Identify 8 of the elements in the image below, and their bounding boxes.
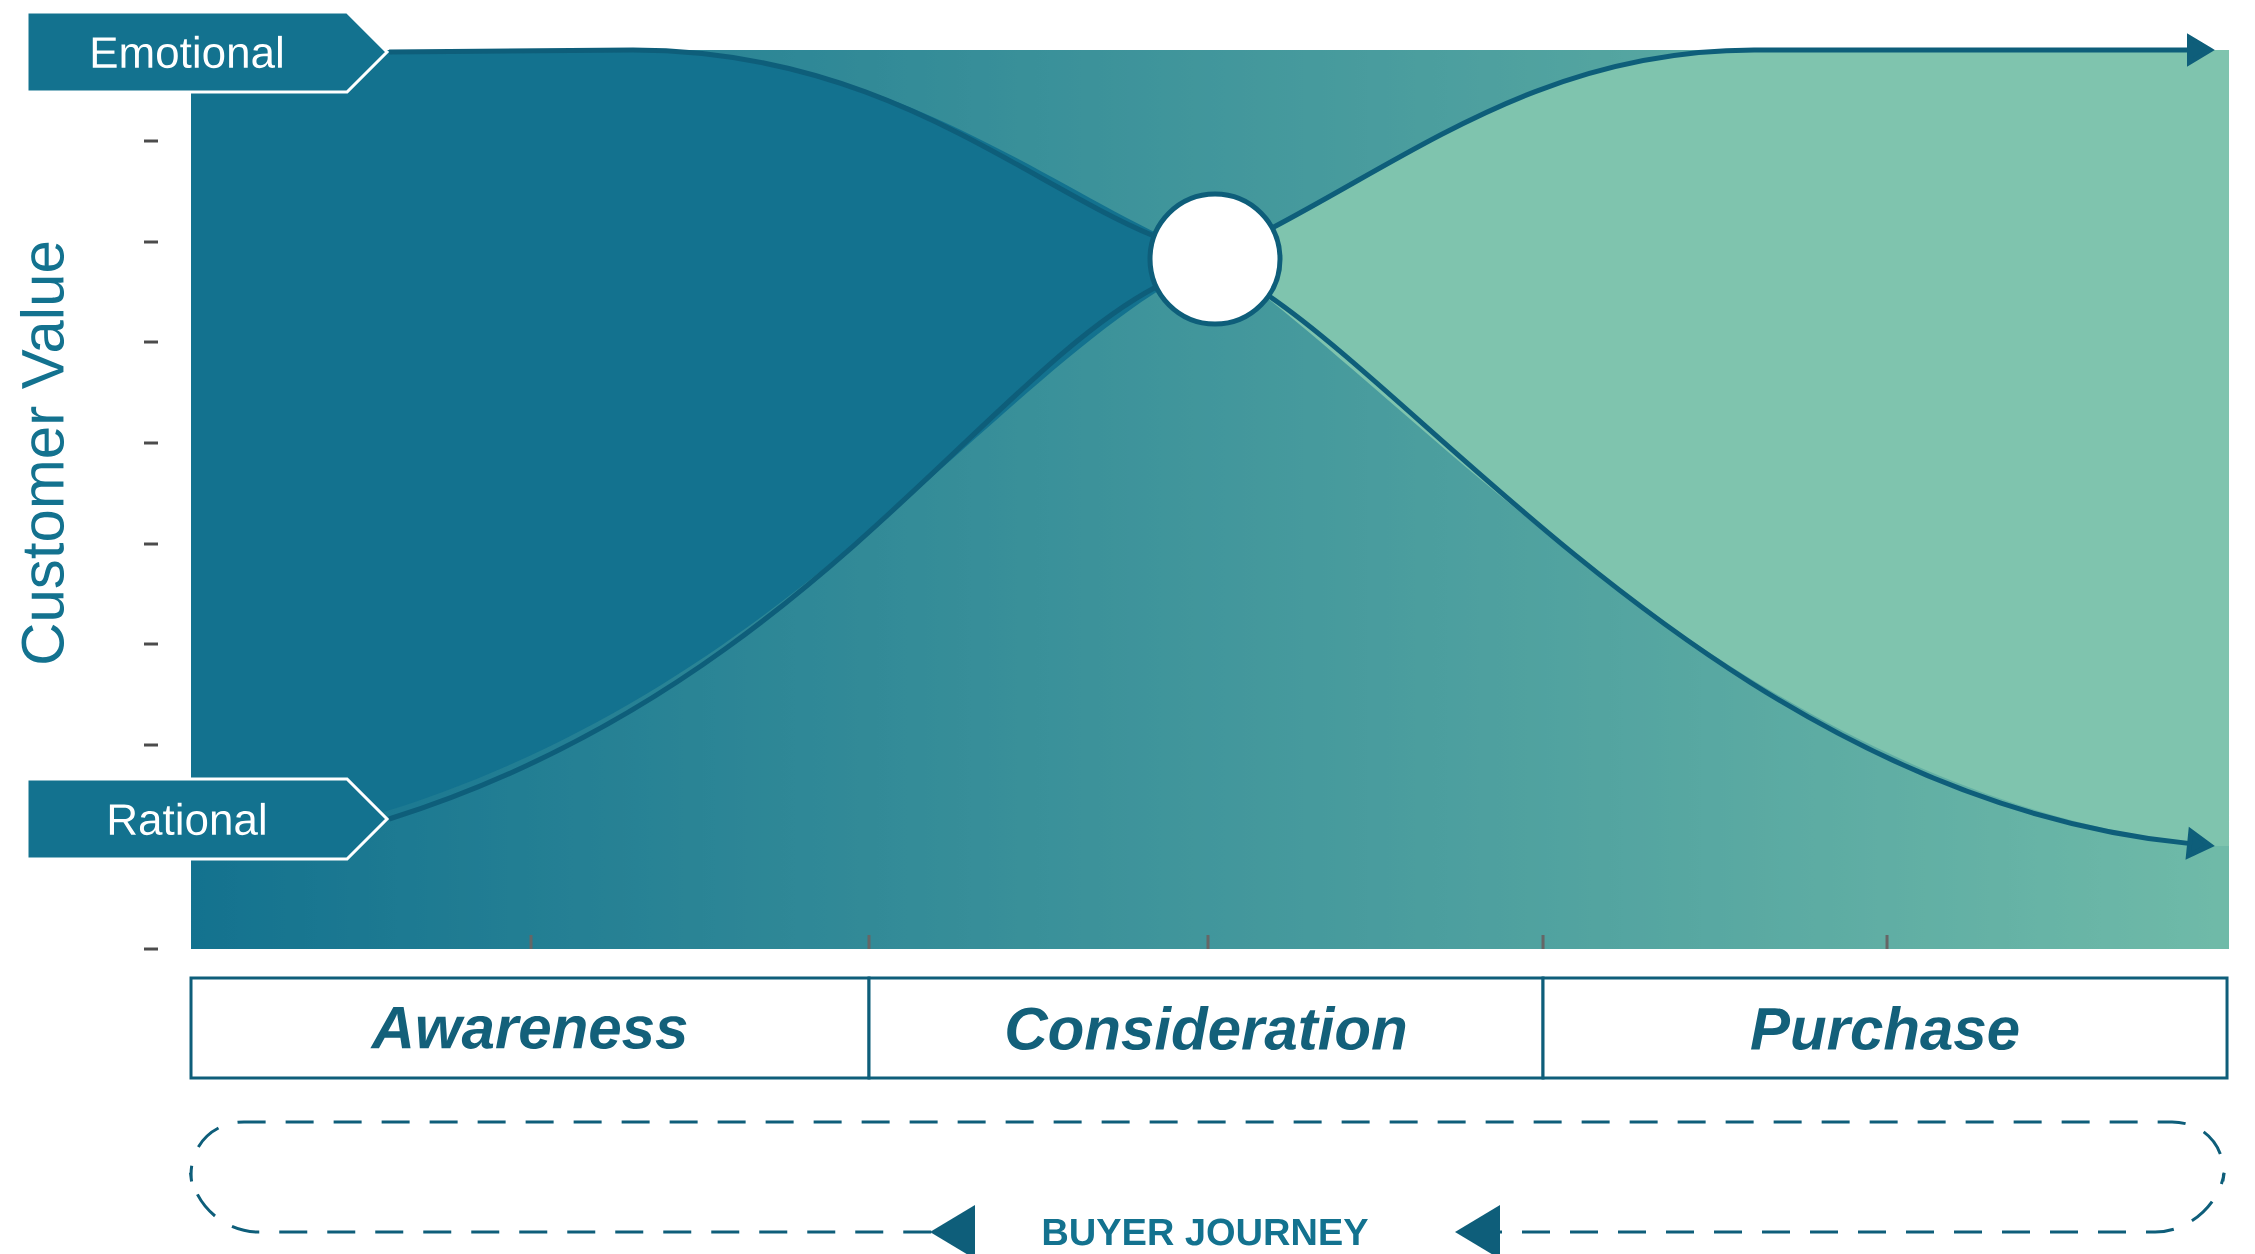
stage-cell: Purchase: [1541, 976, 2229, 1080]
stage-cell: Awareness: [189, 976, 871, 1080]
crossover-circle: [1147, 191, 1283, 327]
label-tag: Emotional: [25, 10, 390, 94]
axis-title: Customer Value: [19, 242, 65, 663]
stage-cell: Consideration: [867, 976, 1545, 1080]
direction-label: BUYER JOURNEY: [1029, 1211, 1381, 1253]
label-tag: Rational: [25, 777, 390, 861]
